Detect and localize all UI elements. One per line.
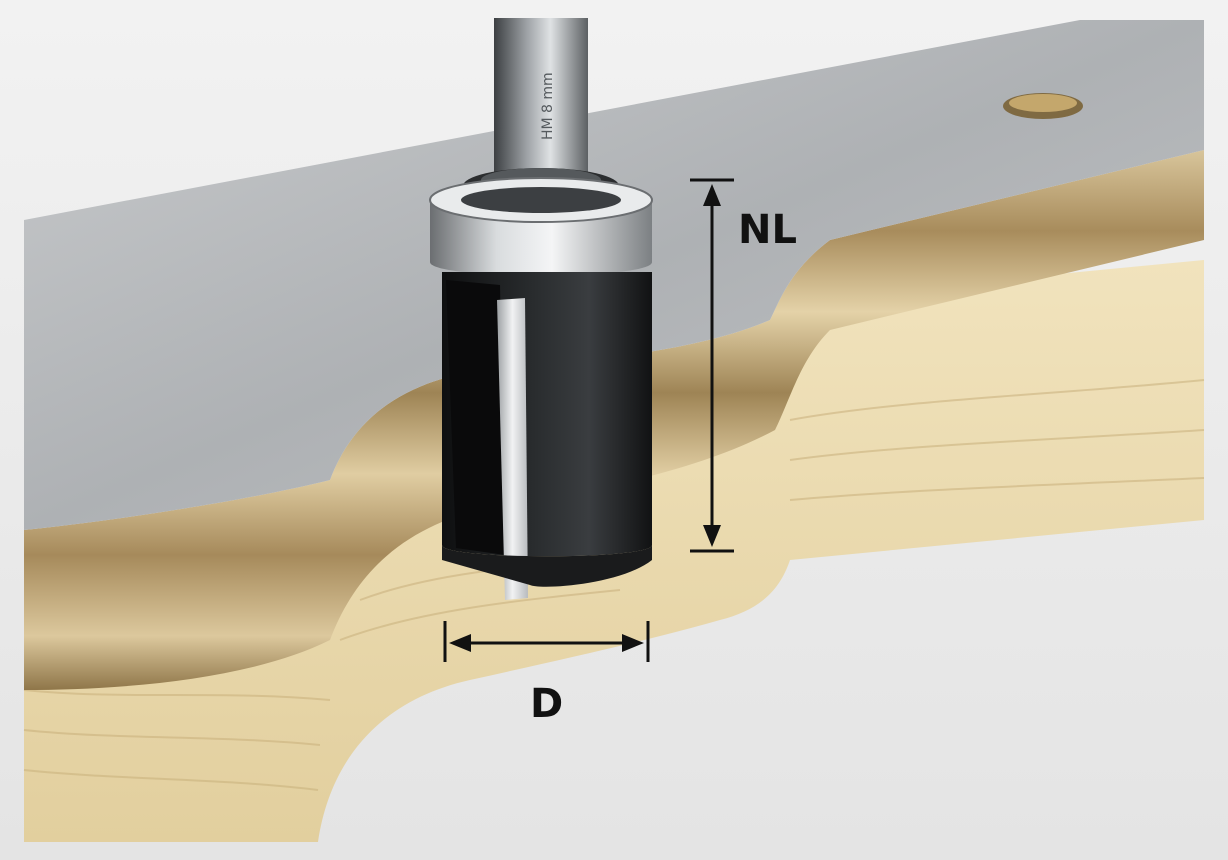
d-label: D	[530, 681, 564, 727]
nl-arrow-down	[703, 525, 721, 547]
d-dimension	[443, 621, 650, 662]
nl-dimension	[690, 178, 734, 553]
shank-engraving: HM 8 mm	[540, 72, 556, 140]
d-arrow-left	[449, 634, 471, 652]
template-hole-inner	[1009, 94, 1077, 112]
carbide-blade	[497, 298, 528, 600]
nl-arrow-up	[703, 184, 721, 206]
nl-label: NL	[738, 207, 797, 253]
bit-shank	[494, 18, 588, 178]
d-arrow-right	[622, 634, 644, 652]
bearing-inner	[461, 187, 621, 213]
bit-flute	[446, 280, 505, 555]
bit-bottom	[442, 545, 652, 587]
